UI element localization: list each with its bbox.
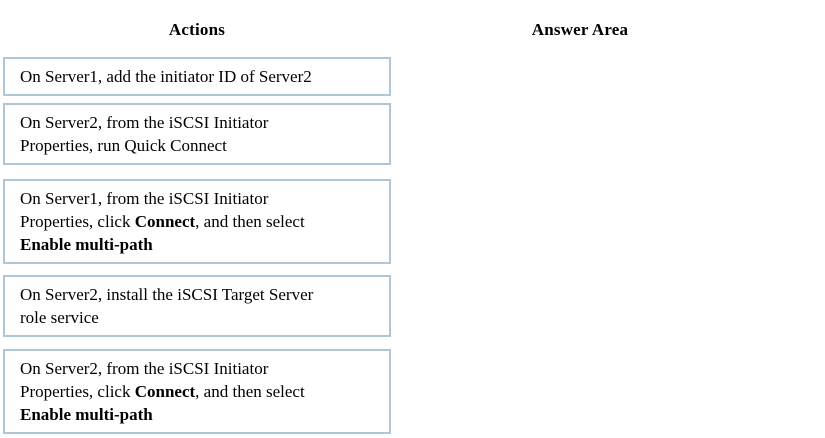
- action-card-text-line: Properties, click Connect, and then sele…: [20, 380, 374, 403]
- action-text: On Server1, from the iSCSI Initiator: [20, 189, 269, 208]
- action-card-text-line: Enable multi-path: [20, 403, 374, 426]
- action-card-text-line: role service: [20, 306, 374, 329]
- action-card-text-line: Enable multi-path: [20, 233, 374, 256]
- actions-list: On Server1, add the initiator ID of Serv…: [3, 57, 391, 434]
- action-card-text-line: On Server1, from the iSCSI Initiator: [20, 187, 374, 210]
- action-card[interactable]: On Server1, add the initiator ID of Serv…: [3, 57, 391, 96]
- action-text: Properties, run Quick Connect: [20, 136, 227, 155]
- action-text: Properties, click: [20, 382, 135, 401]
- answer-area-column: Answer Area: [420, 0, 740, 438]
- action-card-text-line: On Server1, add the initiator ID of Serv…: [20, 65, 374, 88]
- action-text: role service: [20, 308, 99, 327]
- action-card-text-line: Properties, run Quick Connect: [20, 134, 374, 157]
- action-card[interactable]: On Server2, install the iSCSI Target Ser…: [3, 275, 391, 337]
- action-card-text-line: On Server2, install the iSCSI Target Ser…: [20, 283, 374, 306]
- action-text-bold: Enable multi-path: [20, 405, 153, 424]
- action-card-text-line: Properties, click Connect, and then sele…: [20, 210, 374, 233]
- action-text: , and then select: [195, 212, 305, 231]
- action-text: On Server2, from the iSCSI Initiator: [20, 359, 269, 378]
- actions-heading: Actions: [168, 20, 226, 39]
- action-text: , and then select: [195, 382, 305, 401]
- action-text-bold: Connect: [134, 212, 196, 231]
- action-card-text-line: On Server2, from the iSCSI Initiator: [20, 111, 374, 134]
- answer-drop-zone[interactable]: [420, 58, 740, 428]
- action-text: Properties, click: [20, 212, 135, 231]
- action-text-bold: Connect: [134, 382, 196, 401]
- action-text-bold: Enable multi-path: [20, 235, 153, 254]
- action-text: On Server2, install the iSCSI Target Ser…: [20, 285, 314, 304]
- action-text: On Server1, add the initiator ID of Serv…: [20, 67, 312, 86]
- actions-column: Actions On Server1, add the initiator ID…: [3, 0, 391, 434]
- action-card-text-line: On Server2, from the iSCSI Initiator: [20, 357, 374, 380]
- answer-area-heading: Answer Area: [531, 20, 629, 39]
- action-text: On Server2, from the iSCSI Initiator: [20, 113, 269, 132]
